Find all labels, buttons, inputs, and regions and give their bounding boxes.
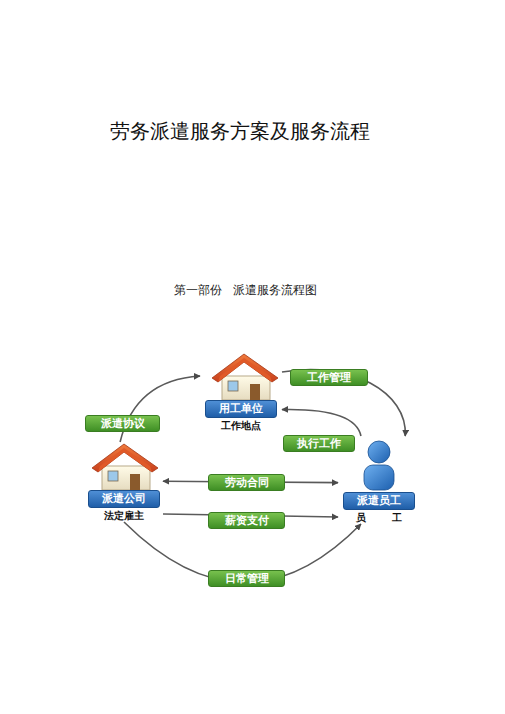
flow-label: 劳动合同 — [208, 474, 285, 491]
role-caption: 法定雇主 — [85, 510, 163, 522]
role-badge: 派遣员工 — [343, 492, 415, 510]
page-title: 劳务派遣服务方案及服务流程 — [0, 118, 480, 145]
flow-arrow — [282, 369, 405, 436]
role-badge: 派遣公司 — [88, 490, 160, 508]
flow-arrow — [120, 376, 200, 442]
section-heading: 第一部份 派遣服务流程图 — [0, 282, 490, 299]
flow-label: 执行工作 — [283, 435, 355, 452]
flow-label: 派遣协议 — [85, 415, 160, 432]
flow-label: 日常管理 — [208, 570, 285, 587]
client-house — [212, 354, 278, 400]
role-badge: 用工单位 — [205, 400, 277, 418]
flow-label: 工作管理 — [290, 369, 368, 386]
role-caption: 员 工 — [338, 512, 420, 524]
agency-house — [92, 444, 158, 490]
flow-arrow — [282, 410, 361, 436]
role-caption: 工作地点 — [200, 420, 282, 432]
employee-icon — [364, 441, 394, 490]
flow-label: 薪资支付 — [208, 512, 285, 529]
